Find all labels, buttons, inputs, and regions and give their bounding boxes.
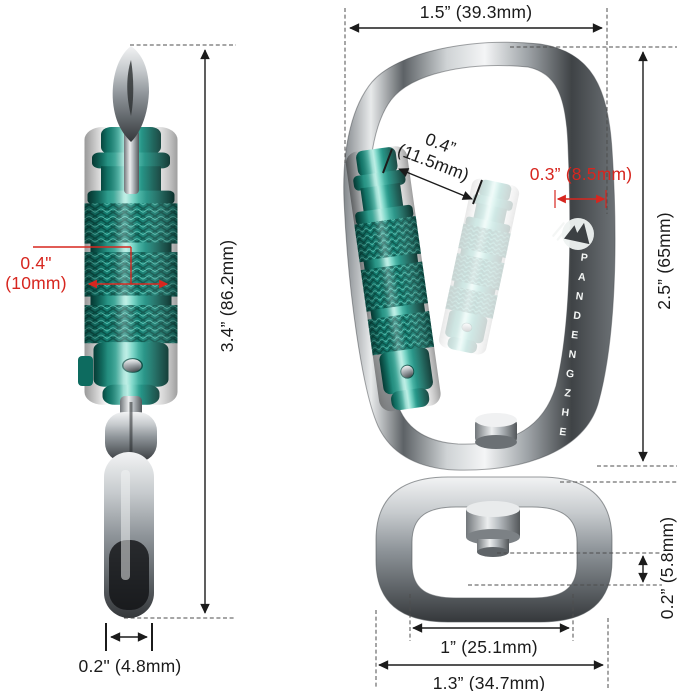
extension-lines — [124, 8, 677, 688]
dim-spine-thickness-label: 0.3” (8.5mm) — [529, 163, 633, 184]
ghost-gate-rotated — [437, 176, 522, 357]
front-view-photo — [343, 41, 616, 623]
dim-barrel-diameter-inch: 0.4" — [20, 252, 52, 273]
dim-strap-ring-outer-width-label: 1.3” (34.7mm) — [432, 672, 546, 691]
dim-overall-height-label: 3.4” (86.2mm) — [216, 239, 237, 353]
dim-strap-ring-inner-width-label: 1” (25.1mm) — [440, 636, 538, 657]
swivel-bolt — [466, 501, 520, 557]
brand-logo-mountain-icon — [552, 218, 594, 250]
dim-overall-width-label: 1.5” (39.3mm) — [419, 1, 533, 22]
dim-barrel-diameter-mm: (10mm) — [5, 273, 67, 293]
red-dimension-arrows — [33, 190, 607, 289]
side-view-photo — [78, 46, 179, 618]
gate-side-tab — [78, 356, 93, 386]
dim-strap-ring-thickness-label: 0.2" (4.8mm) — [78, 655, 182, 676]
dimension-arrows — [105, 23, 648, 670]
swivel-pin — [475, 413, 517, 449]
dim-barrel-diameter-label: 0.4" (10mm) — [5, 253, 66, 293]
dim-strap-bar-thickness-label: 0.2” (5.8mm) — [656, 516, 677, 620]
dim-body-height-label: 2.5” (65mm) — [653, 212, 674, 310]
